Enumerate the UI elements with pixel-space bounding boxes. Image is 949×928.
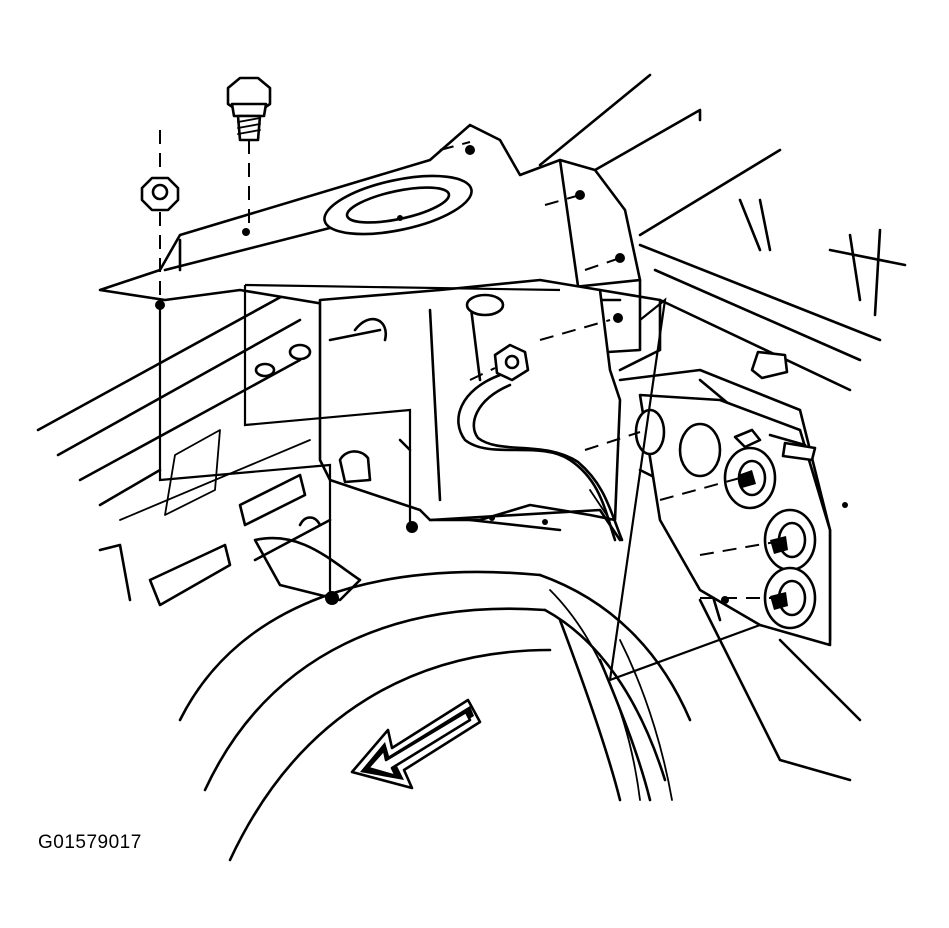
body-structure-left <box>36 268 332 607</box>
wire-harness <box>457 373 624 542</box>
front-direction-arrow <box>350 698 482 790</box>
alignment-lines <box>439 141 776 599</box>
hex-nut-center <box>493 343 530 382</box>
callout-lines <box>158 283 761 682</box>
bolts-right <box>733 350 817 610</box>
hex-nut-top <box>140 130 180 300</box>
wheelhouse <box>178 570 692 862</box>
figure-id-label: G01579017 <box>38 832 142 853</box>
mounting-bracket <box>253 278 662 605</box>
hex-bolt-top <box>226 76 272 232</box>
grommet-plate <box>634 393 848 647</box>
